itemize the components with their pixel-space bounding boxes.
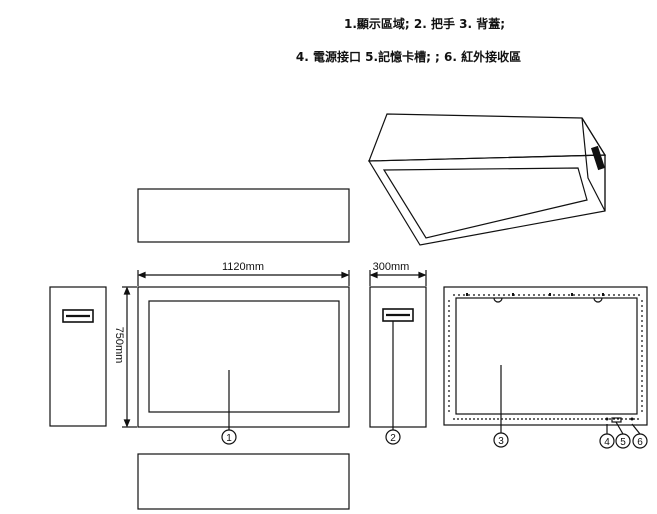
caption-line-1: 1.顯示區域; 2. 把手 3. 背蓋; — [343, 17, 506, 31]
callout-1-circle — [221, 429, 237, 445]
width-dimension: 1120mm — [222, 261, 264, 273]
caption-line-2: 4. 電源接口 5.記憶卡槽; ; 6. 紅外接收區 — [295, 50, 522, 64]
depth-dimension: 300mm — [373, 261, 410, 273]
iso-top — [368, 113, 607, 162]
callout-6-circle — [632, 433, 648, 449]
callout-4: 4 — [604, 437, 610, 448]
callout-5-circle — [615, 433, 631, 449]
callout-3-circle — [493, 432, 509, 448]
left-side-view — [49, 286, 107, 427]
iso-side — [581, 117, 606, 212]
right-side-view — [369, 286, 427, 428]
callout-4-circle — [599, 433, 615, 449]
callout-2: 2 — [390, 433, 396, 444]
display-area — [148, 300, 340, 413]
callout-5: 5 — [620, 437, 626, 448]
right-handle — [382, 308, 414, 322]
front-frame — [137, 286, 350, 428]
bottom-view — [137, 453, 350, 510]
callout-3: 3 — [498, 436, 504, 447]
left-handle — [62, 309, 94, 323]
back-cover — [455, 297, 638, 415]
top-view — [137, 188, 350, 243]
callout-6: 6 — [637, 437, 643, 448]
callout-2-circle — [385, 429, 401, 445]
height-dimension: 750mm — [113, 327, 125, 364]
back-frame — [443, 286, 648, 426]
callout-1: 1 — [226, 433, 232, 444]
iso-display — [382, 167, 588, 239]
